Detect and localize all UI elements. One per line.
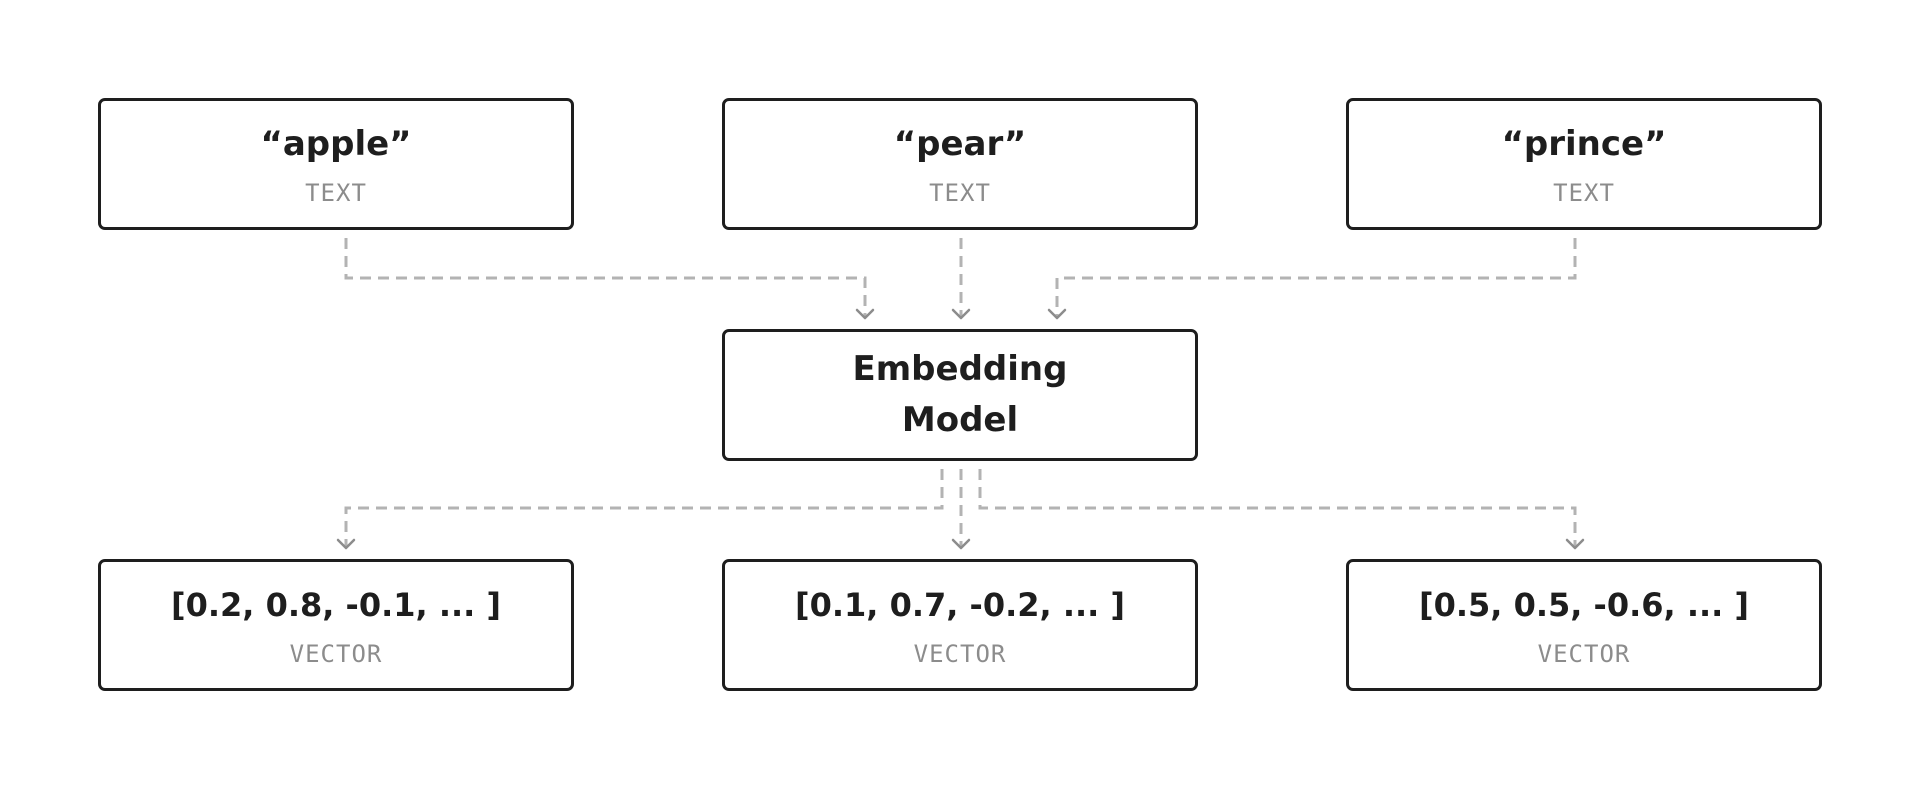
connector-model-to-vector-3 xyxy=(978,469,1577,548)
model-title-line-1: Embedding xyxy=(852,349,1068,389)
model-title-line-2: Model xyxy=(901,400,1019,440)
arrowhead-apple xyxy=(855,308,875,320)
output-node-vector-3: [0.5, 0.5, -0.6, ... ] VECTOR xyxy=(1346,559,1822,691)
input-label: “pear” xyxy=(893,124,1027,164)
vector-value: [0.1, 0.7, -0.2, ... ] xyxy=(794,586,1126,624)
arrowhead-vector-2 xyxy=(951,538,971,550)
arrowhead-pear xyxy=(951,308,971,320)
input-node-pear: “pear” TEXT xyxy=(722,98,1198,230)
input-label: “apple” xyxy=(260,124,412,164)
connector-model-to-vector-1 xyxy=(344,469,944,548)
input-label: “prince” xyxy=(1501,124,1667,164)
connector-apple-to-model xyxy=(344,238,867,318)
output-node-vector-1: [0.2, 0.8, -0.1, ... ] VECTOR xyxy=(98,559,574,691)
connector-prince-to-model xyxy=(1055,238,1577,318)
arrowhead-vector-3 xyxy=(1565,538,1585,550)
vector-type-label: VECTOR xyxy=(1537,640,1631,668)
vector-value: [0.5, 0.5, -0.6, ... ] xyxy=(1418,586,1750,624)
input-node-apple: “apple” TEXT xyxy=(98,98,574,230)
embedding-model-node: Embedding Model xyxy=(722,329,1198,461)
model-title: Embedding Model xyxy=(853,344,1068,446)
arrowhead-vector-1 xyxy=(336,538,356,550)
input-type-label: TEXT xyxy=(929,179,991,207)
output-node-vector-2: [0.1, 0.7, -0.2, ... ] VECTOR xyxy=(722,559,1198,691)
vector-type-label: VECTOR xyxy=(289,640,383,668)
input-type-label: TEXT xyxy=(305,179,367,207)
input-node-prince: “prince” TEXT xyxy=(1346,98,1822,230)
input-type-label: TEXT xyxy=(1553,179,1615,207)
arrowhead-prince xyxy=(1047,308,1067,320)
vector-type-label: VECTOR xyxy=(913,640,1007,668)
vector-value: [0.2, 0.8, -0.1, ... ] xyxy=(170,586,502,624)
